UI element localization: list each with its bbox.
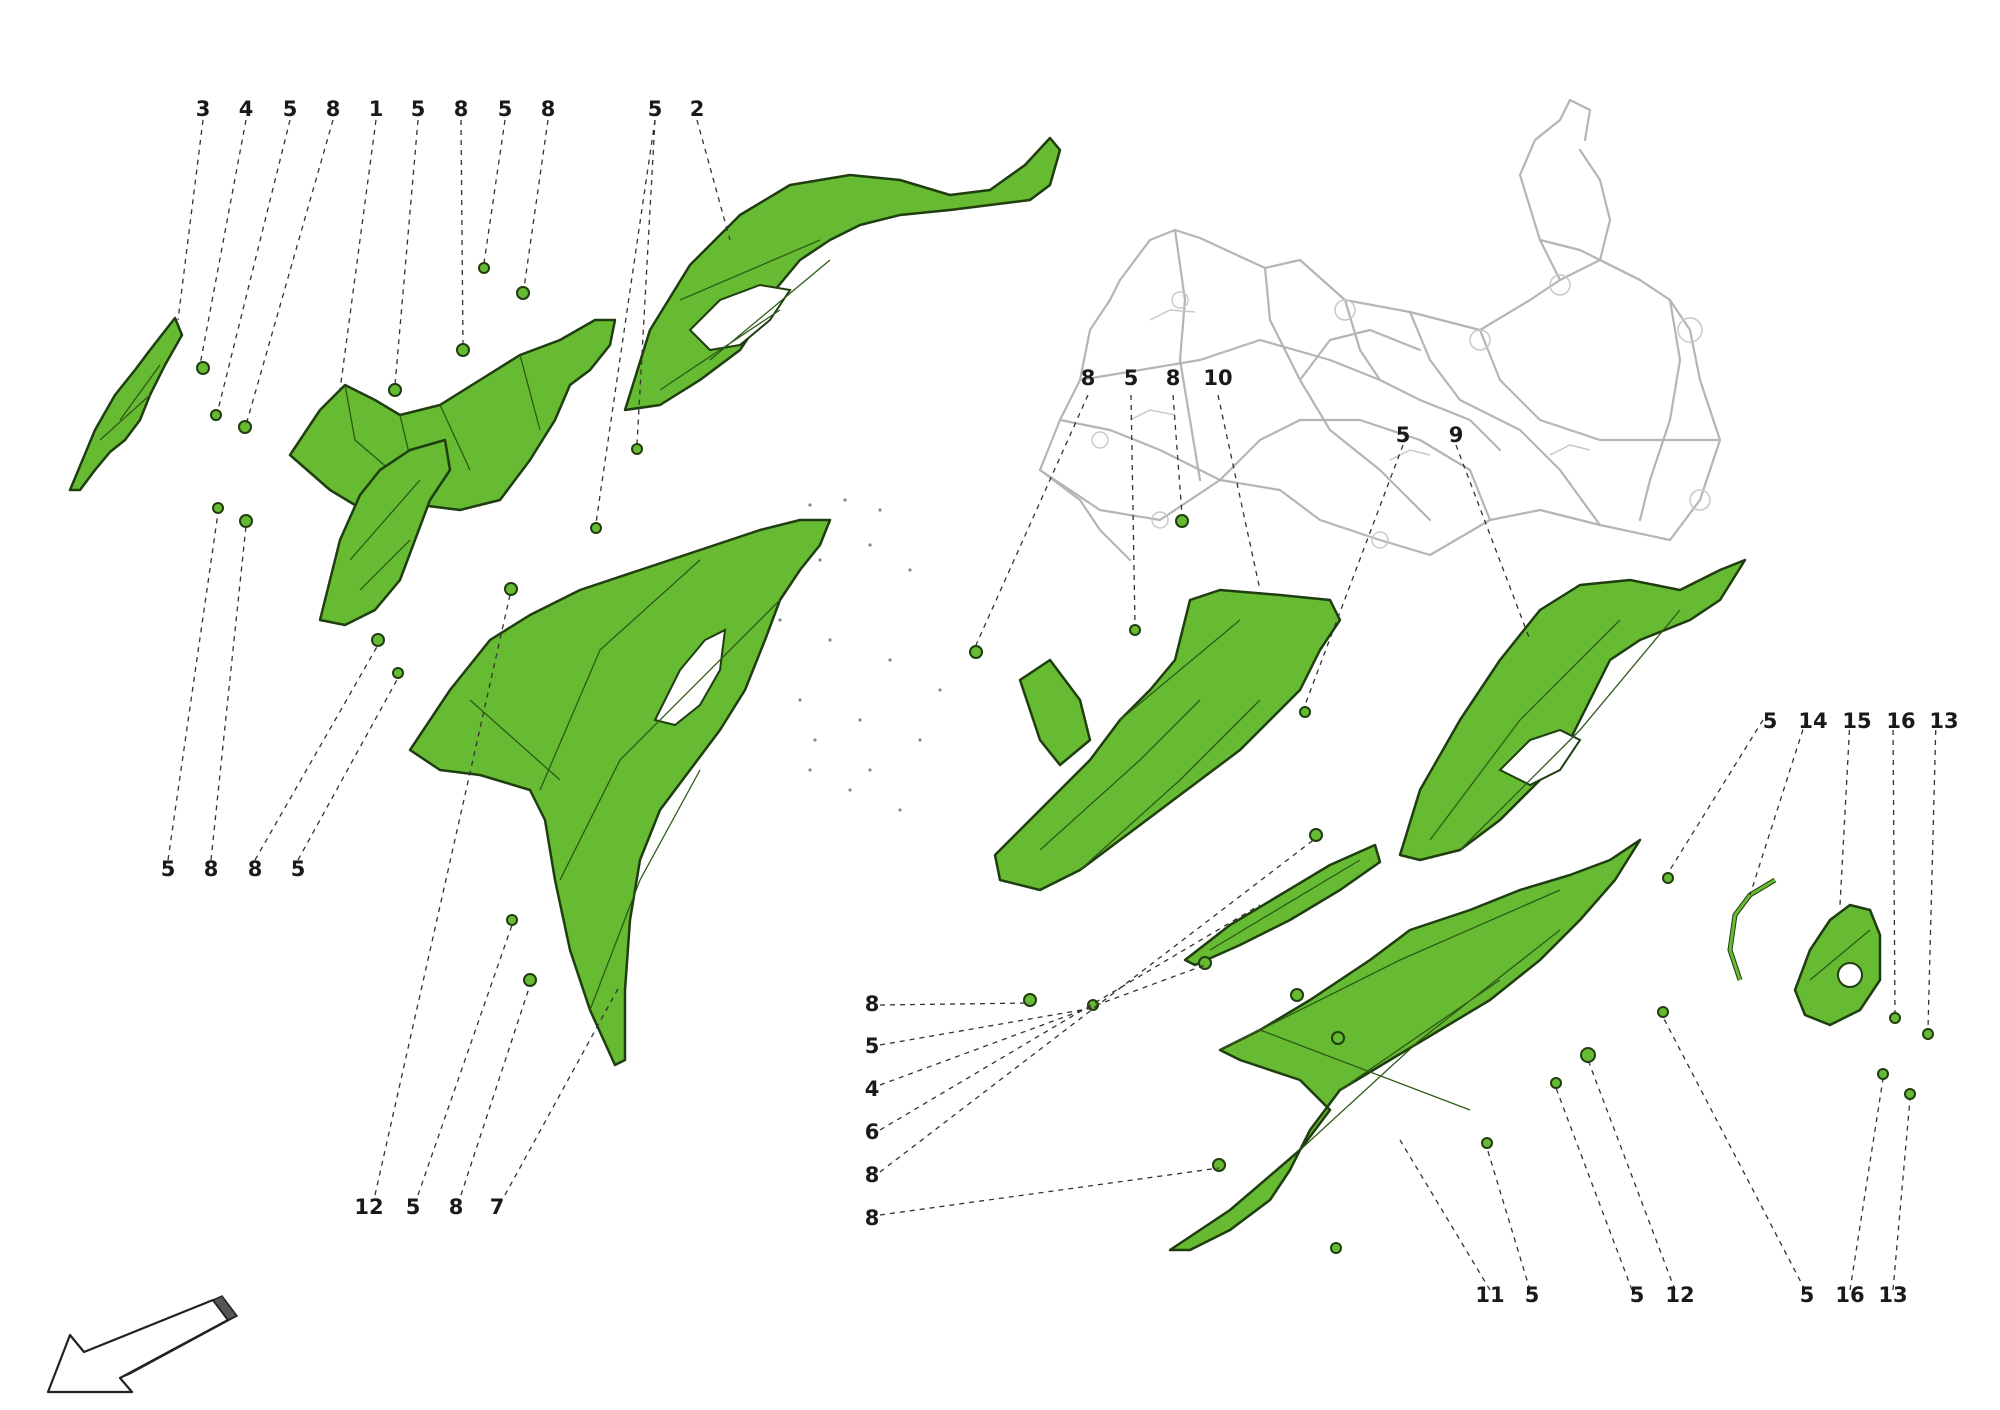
callout: 16 xyxy=(1835,1283,1864,1307)
callout: 15 xyxy=(1842,709,1871,733)
callouts-bottom-right: 11 5 5 12 5 16 13 xyxy=(1475,1283,1907,1307)
callout: 8 xyxy=(541,97,556,121)
callout: 8 xyxy=(204,857,219,881)
callout: 5 xyxy=(1800,1283,1815,1307)
part-9-curved-panel xyxy=(1398,558,1747,862)
leader-lines xyxy=(167,119,1937,1291)
callout: 5 xyxy=(1124,366,1139,390)
chassis-frame xyxy=(1038,98,1722,562)
callouts-bottom-left: 5 8 8 5 xyxy=(161,857,306,881)
callout: 12 xyxy=(1665,1283,1694,1307)
part-7-main-panel xyxy=(408,518,832,1067)
callout: 5 xyxy=(498,97,513,121)
part-14-hose xyxy=(1727,877,1777,981)
callout: 4 xyxy=(865,1077,880,1101)
part-2-upper-panel xyxy=(623,136,1062,412)
callouts-top-left: 3 4 5 8 1 5 8 5 8 5 2 xyxy=(196,97,705,121)
callout: 8 xyxy=(1166,366,1181,390)
callout: 10 xyxy=(1203,366,1232,390)
callout: 5 xyxy=(283,97,298,121)
callout: 8 xyxy=(326,97,341,121)
callouts-right-side: 8 5 4 6 8 8 xyxy=(865,992,880,1230)
callouts-bottom-center: 12 5 8 7 xyxy=(354,1195,504,1219)
callout: 8 xyxy=(248,857,263,881)
callouts-right-top: 5 14 15 16 13 xyxy=(1763,709,1959,733)
fasteners xyxy=(196,262,1934,1254)
part-1-inner-panel xyxy=(288,318,617,512)
part-10-inner-panel xyxy=(993,588,1342,892)
callout: 6 xyxy=(865,1120,880,1144)
callout: 8 xyxy=(865,1163,880,1187)
part-3-bracket xyxy=(68,316,184,492)
callout: 5 xyxy=(1763,709,1778,733)
callout: 3 xyxy=(196,97,211,121)
callout: 4 xyxy=(239,97,254,121)
callout: 5 xyxy=(1525,1283,1540,1307)
callout: 1 xyxy=(369,97,384,121)
callout: 11 xyxy=(1475,1283,1504,1307)
callout: 5 xyxy=(291,857,306,881)
callout: 14 xyxy=(1798,709,1827,733)
callout: 7 xyxy=(490,1195,505,1219)
callout: 13 xyxy=(1929,709,1958,733)
part-6-strip xyxy=(1183,843,1382,967)
part-11-lower-panel xyxy=(1168,838,1642,1252)
callout: 5 xyxy=(865,1034,880,1058)
callout: 5 xyxy=(648,97,663,121)
assembly-guide-dots xyxy=(778,498,942,812)
callout: 16 xyxy=(1886,709,1915,733)
callout: 8 xyxy=(1081,366,1096,390)
callout: 5 xyxy=(161,857,176,881)
callout: 8 xyxy=(865,992,880,1016)
callout: 5 xyxy=(1396,423,1411,447)
callout: 2 xyxy=(690,97,705,121)
callout: 5 xyxy=(1630,1283,1645,1307)
part-plate xyxy=(318,438,452,627)
callout: 8 xyxy=(454,97,469,121)
callout: 8 xyxy=(865,1206,880,1230)
callout: 9 xyxy=(1449,423,1464,447)
arrow-down-left-icon xyxy=(46,1295,239,1394)
callout: 12 xyxy=(354,1195,383,1219)
callout: 8 xyxy=(449,1195,464,1219)
part-15-cover xyxy=(1793,903,1882,1027)
callouts-frame: 8 5 8 10 5 9 xyxy=(1081,366,1464,447)
callout: 5 xyxy=(406,1195,421,1219)
callout: 13 xyxy=(1878,1283,1907,1307)
callout: 5 xyxy=(411,97,426,121)
